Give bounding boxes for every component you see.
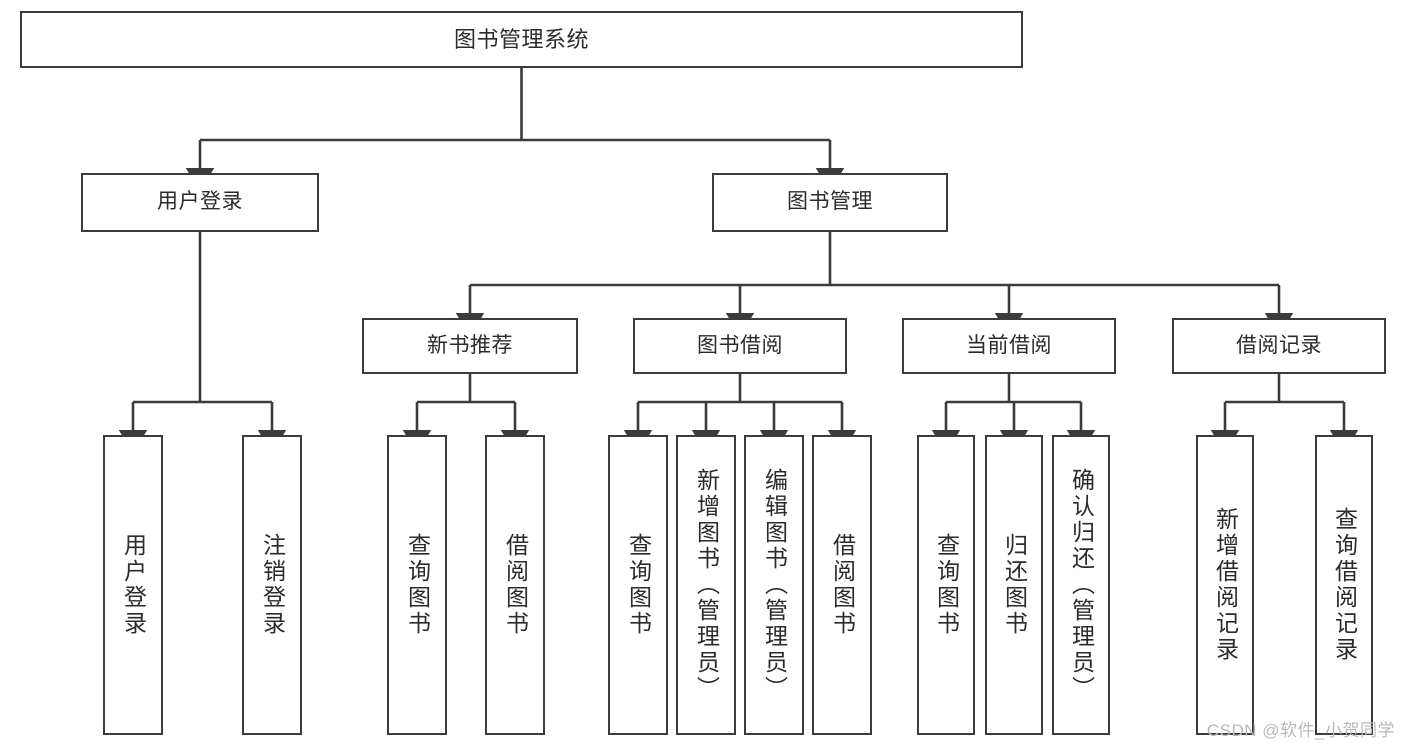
- node-leaf-re-q: 查询借阅记录: [1315, 435, 1373, 735]
- node-leaf-login: 用户登录: [103, 435, 163, 735]
- node-label: 当前借阅: [966, 333, 1052, 357]
- watermark-label: CSDN @软件_小贺同学: [1206, 721, 1395, 740]
- node-label: 新书推荐: [427, 333, 513, 357]
- node-leaf-cu-c: 确认归还（管理员）: [1052, 435, 1110, 735]
- node-records: 借阅记录: [1172, 318, 1386, 374]
- node-login: 用户登录: [81, 173, 319, 232]
- node-label: 归还图书: [1001, 533, 1028, 637]
- node-label: 借阅记录: [1236, 333, 1322, 357]
- node-label: 图书管理系统: [453, 26, 589, 52]
- node-borrow: 图书借阅: [633, 318, 847, 374]
- node-label: 确认归还（管理员）: [1068, 468, 1095, 702]
- node-leaf-nb-b: 借阅图书: [485, 435, 545, 735]
- node-leaf-bo-b: 借阅图书: [812, 435, 872, 735]
- node-label: 注销登录: [259, 533, 286, 637]
- node-leaf-re-add: 新增借阅记录: [1196, 435, 1254, 735]
- node-label: 图书管理: [787, 190, 873, 214]
- node-label: 查询图书: [933, 533, 960, 637]
- node-leaf-cu-q: 查询图书: [917, 435, 975, 735]
- node-label: 图书借阅: [697, 333, 783, 357]
- node-label: 查询图书: [404, 533, 431, 637]
- node-label: 借阅图书: [829, 533, 856, 637]
- node-label: 查询借阅记录: [1331, 507, 1358, 663]
- node-bookmgmt: 图书管理: [712, 173, 948, 232]
- node-label: 借阅图书: [502, 533, 529, 637]
- node-label: 用户登录: [157, 190, 243, 214]
- node-label: 新增图书（管理员）: [693, 468, 720, 702]
- node-current: 当前借阅: [902, 318, 1116, 374]
- node-label: 查询图书: [625, 533, 652, 637]
- node-leaf-bo-add: 新增图书（管理员）: [676, 435, 736, 735]
- node-newbook: 新书推荐: [362, 318, 578, 374]
- node-leaf-bo-q: 查询图书: [608, 435, 668, 735]
- node-leaf-nb-q: 查询图书: [387, 435, 447, 735]
- node-label: 用户登录: [120, 533, 147, 637]
- node-label: 新增借阅记录: [1212, 507, 1239, 663]
- node-root: 图书管理系统: [20, 11, 1023, 68]
- node-leaf-logout: 注销登录: [242, 435, 302, 735]
- node-label: 编辑图书（管理员）: [761, 468, 788, 702]
- node-leaf-bo-ed: 编辑图书（管理员）: [744, 435, 804, 735]
- node-leaf-cu-r: 归还图书: [985, 435, 1043, 735]
